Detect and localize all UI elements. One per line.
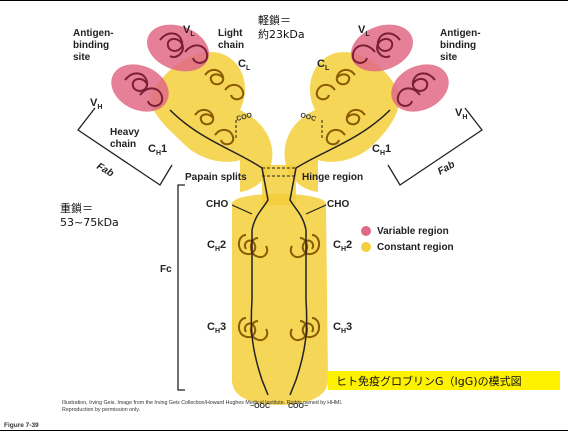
fab-left-label: Fab [95, 161, 116, 179]
heavy-chain-label-2: chain [110, 139, 136, 150]
credit-line-1: Illustration, Irving Geis. Image from th… [62, 400, 342, 406]
antigen-binding-right-3: site [440, 52, 458, 63]
cho-right-label: CHO [327, 199, 349, 210]
antigen-binding-left-1: Antigen- [73, 28, 114, 39]
light-chain-jp-2: 約23kDa [258, 27, 305, 41]
ch2-right-label: CH2 [333, 239, 352, 253]
heavy-chain-label-1: Heavy [110, 127, 140, 138]
heavy-chain-jp-1: 重鎖＝ [60, 201, 93, 215]
cl-left-label: CL [238, 58, 251, 72]
fc-constant [232, 194, 328, 405]
right-fab-constant [285, 52, 400, 192]
hinge-region-label: Hinge region [302, 172, 363, 183]
heavy-chain-jp-2: 53~75kDa [60, 216, 119, 229]
fc-label: Fc [160, 264, 172, 275]
ch2-left-label: CH2 [207, 239, 226, 253]
light-chain-label-1: Light [218, 28, 243, 39]
fab-right-bracket [388, 108, 482, 185]
fc-bracket [178, 185, 185, 390]
credit-line-2: Reproduction by permission only. [62, 407, 140, 413]
legend: Variable region Constant region [361, 226, 454, 253]
antigen-binding-left-2: binding [73, 40, 109, 51]
ch1-left-label: CH1 [148, 143, 167, 157]
caption-text: ヒト免疫グロブリンG（IgG)の模式図 [336, 374, 522, 388]
legend-variable-swatch [361, 226, 371, 236]
legend-constant-swatch [361, 242, 371, 252]
light-chain-label-2: chain [218, 40, 244, 51]
antigen-binding-right-1: Antigen- [440, 28, 481, 39]
caption: ヒト免疫グロブリンG（IgG)の模式図 [328, 371, 560, 390]
antigen-binding-right-2: binding [440, 40, 476, 51]
figure-label: Figure 7-39 [4, 422, 39, 429]
legend-constant-label: Constant region [377, 242, 454, 253]
ch3-right-label: CH3 [333, 321, 352, 335]
vh-left-label: VH [90, 97, 102, 111]
ch3-left-label: CH3 [207, 321, 226, 335]
antigen-binding-left-3: site [73, 52, 91, 63]
ch1-right-label: CH1 [372, 143, 391, 157]
fab-right-label: Fab [436, 159, 457, 177]
legend-variable-label: Variable region [377, 226, 449, 237]
light-chain-jp-1: 軽鎖＝ [258, 13, 291, 27]
vl-left-label: VL [183, 24, 195, 38]
vl-right-label: VL [358, 24, 370, 38]
cho-left-label: CHO [206, 199, 228, 210]
papain-splits-label: Papain splits [185, 172, 247, 183]
